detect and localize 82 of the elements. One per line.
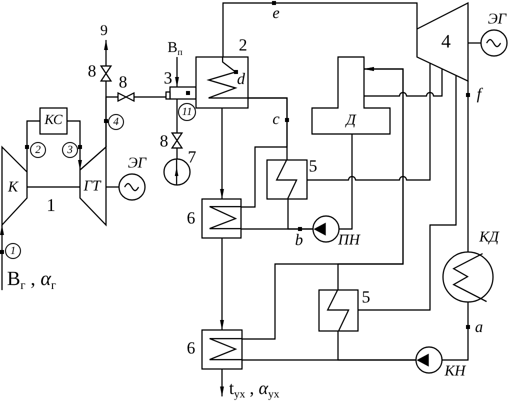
generator — [481, 30, 507, 56]
pipe-line — [176, 148, 178, 159]
flow-arrow — [220, 238, 224, 330]
economizer — [202, 199, 241, 238]
equipment-label: К — [8, 180, 18, 196]
point-label: a — [475, 320, 483, 336]
heater — [319, 290, 358, 331]
flow-label: В$_{г}$ , α$_{г}$ — [2, 264, 69, 294]
flow-arrow — [0, 225, 4, 290]
pipe-line — [242, 359, 416, 361]
economizer — [202, 330, 242, 369]
point-label: b — [295, 233, 303, 249]
flow-arrow — [220, 108, 224, 199]
valve — [101, 66, 111, 81]
heater — [267, 160, 307, 199]
shaft-line — [106, 186, 119, 188]
equipment-label: КС — [44, 114, 62, 128]
flow-arrow — [175, 57, 179, 87]
point-label: f — [476, 87, 482, 103]
equipment-label: ГТ — [84, 180, 100, 194]
condenser — [443, 252, 493, 302]
state-point-number: 4 — [108, 114, 124, 130]
pipe-line — [364, 69, 443, 97]
equipment-number: 7 — [188, 148, 196, 166]
pipe-line — [105, 96, 118, 147]
pipe-line — [222, 2, 418, 57]
combustion-chamber — [40, 108, 67, 134]
point-label: c — [272, 112, 280, 128]
pipe-line — [358, 75, 457, 311]
equipment-label: КД — [479, 230, 499, 246]
state-point-number: 1 — [5, 243, 21, 259]
blower — [164, 159, 190, 185]
burner — [166, 87, 196, 99]
generator — [119, 174, 145, 200]
deaerator — [312, 57, 390, 134]
pipe-line — [339, 134, 353, 230]
flow-label: В$_{п}$ — [163, 40, 187, 57]
boiler — [196, 57, 248, 108]
equipment-number: 6 — [186, 340, 196, 356]
unit-number: 1 — [46, 196, 56, 214]
pipe-line — [307, 63, 431, 181]
equipment-number: 8 — [118, 74, 128, 90]
equipment-label: ЭГ — [488, 12, 506, 28]
equipment-label: ЭГ — [128, 156, 146, 172]
equipment-number: 2 — [238, 36, 248, 54]
flow-arrow — [104, 40, 108, 66]
pipe-line — [442, 302, 469, 361]
state-point-number: 3 — [62, 142, 78, 158]
steam-turbine — [417, 3, 468, 81]
pump — [416, 347, 442, 373]
equipment-label: ПН — [338, 234, 360, 248]
equipment-number: 8 — [88, 62, 96, 80]
compressor — [2, 147, 27, 225]
equipment-number: 8 — [160, 132, 168, 150]
pipe-line — [248, 97, 288, 160]
valve — [118, 93, 134, 101]
equipment-number: 5 — [362, 288, 370, 306]
pump — [313, 216, 339, 242]
equipment-label: 4 — [441, 32, 451, 52]
valve — [172, 133, 182, 148]
point-label: e — [272, 6, 280, 22]
shaft-line — [468, 42, 481, 44]
flow-label: t$_{ух}$ , α$_{ух}$ — [222, 376, 294, 400]
equipment-number: 5 — [308, 158, 318, 174]
equipment-number: 3 — [164, 70, 172, 86]
point-label: d — [237, 72, 245, 88]
equipment-label: Д — [346, 114, 356, 128]
equipment-label: КН — [444, 364, 466, 380]
gas-turbine — [80, 147, 106, 225]
equipment-number: 6 — [186, 210, 196, 226]
pipe-line — [134, 96, 166, 98]
state-point-number: 11 — [178, 103, 196, 121]
shaft-line — [27, 186, 80, 188]
state-point-number: 2 — [30, 142, 46, 158]
pipe-line — [467, 81, 469, 252]
outlet-number: 9 — [98, 22, 110, 40]
flow-arrow — [220, 369, 224, 396]
pipe-line — [176, 99, 178, 133]
pipe-line — [26, 120, 40, 172]
flow-arrow — [67, 120, 82, 170]
pipe-line — [287, 199, 313, 230]
flow-arrow — [242, 67, 404, 340]
